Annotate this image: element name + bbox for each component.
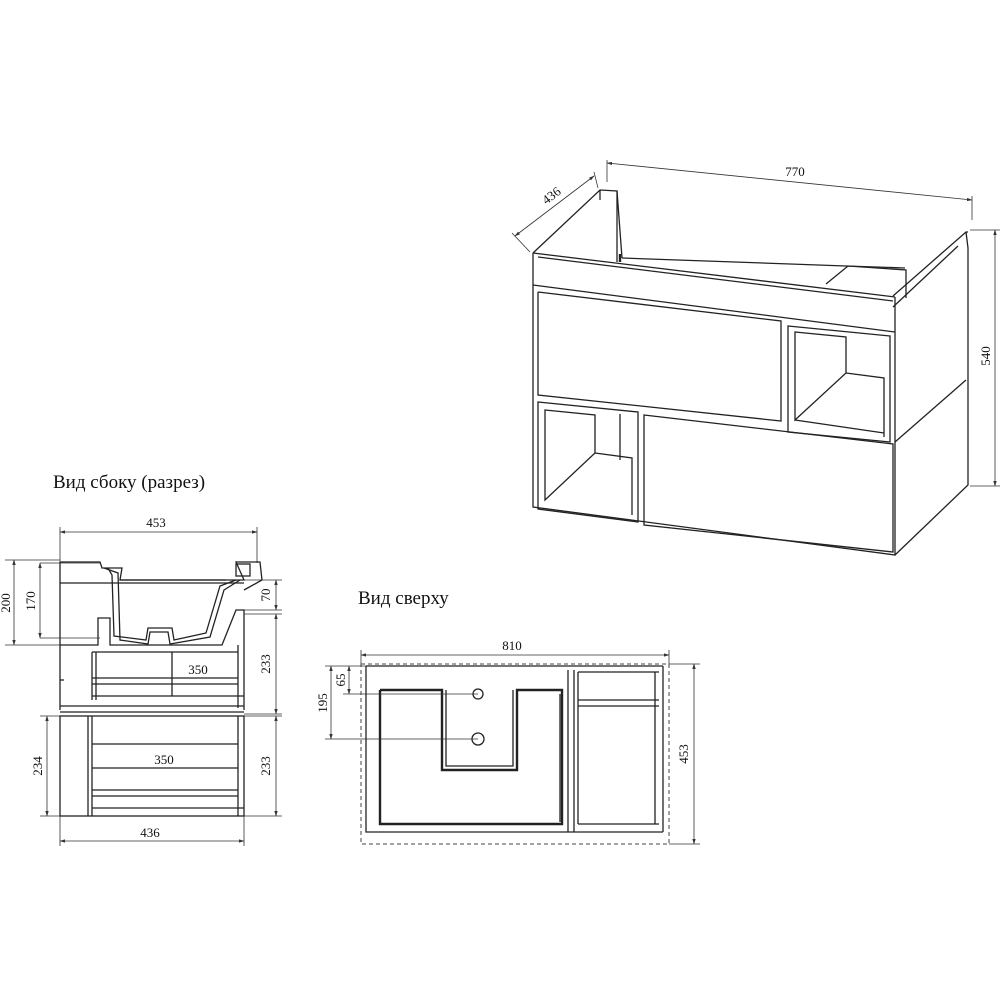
dim-side-upper-drawer: 233: [244, 613, 282, 715]
dim-side-top-width-label: 453: [146, 515, 166, 530]
dim-top-width-label: 810: [502, 638, 522, 653]
dim-top-tap-offset-label: 195: [315, 693, 330, 713]
dim-side-counter-thickness-label: 70: [258, 589, 273, 602]
dim-side-lower-section-label: 234: [30, 756, 45, 776]
dim-depth-436: 436: [511, 171, 599, 253]
dim-top-depth: 453: [669, 663, 700, 845]
dim-width-770: 770: [606, 160, 973, 220]
basin-section: [59, 561, 263, 646]
dim-side-top-width: 453: [59, 515, 258, 563]
dim-side-bottom-width: 436: [59, 816, 245, 846]
dim-side-lower-drawer-label: 233: [258, 756, 273, 776]
dim-side-overall-height-label: 200: [0, 593, 13, 613]
dim-side-basin-height: 170: [23, 562, 100, 639]
side-view-caption: Вид сбоку (разрез): [53, 472, 205, 493]
top-view: 810: [315, 638, 700, 845]
dim-top-depth-label: 453: [676, 744, 691, 764]
dim-top-drain-offset: 65: [333, 665, 478, 695]
dim-top-drain-offset-label: 65: [333, 674, 348, 687]
cabinet-body: [532, 189, 969, 556]
top-view-caption: Вид сверху: [358, 588, 449, 609]
lower-drawer-section: 350: [59, 715, 245, 817]
dim-upper-drawer-depth-label: 350: [188, 662, 208, 677]
dim-height-label: 540: [978, 346, 993, 366]
dim-width-label: 770: [785, 164, 805, 179]
dim-side-lower-drawer: 233: [244, 715, 282, 817]
dim-side-upper-drawer-label: 233: [258, 654, 273, 674]
perspective-view: 770 436 540: [511, 160, 1000, 556]
side-view: 453 350: [0, 515, 282, 846]
cabinet-outline: [365, 665, 664, 833]
dim-side-overall-height: 200: [0, 559, 60, 646]
dim-side-lower-section: 234: [30, 715, 60, 817]
dim-top-tap-offset: 195: [315, 665, 478, 740]
dim-lower-drawer-depth-label: 350: [154, 752, 174, 767]
dim-top-width: 810: [360, 638, 670, 666]
countertop-outline: [360, 663, 670, 845]
dim-height-540: 540: [970, 229, 1000, 487]
dim-side-bottom-width-label: 436: [140, 825, 160, 840]
dim-side-basin-height-label: 170: [23, 591, 38, 611]
dim-side-counter-thickness: 70: [244, 579, 282, 611]
upper-drawer-section: 350: [59, 645, 245, 713]
dim-depth-label: 436: [539, 183, 564, 207]
